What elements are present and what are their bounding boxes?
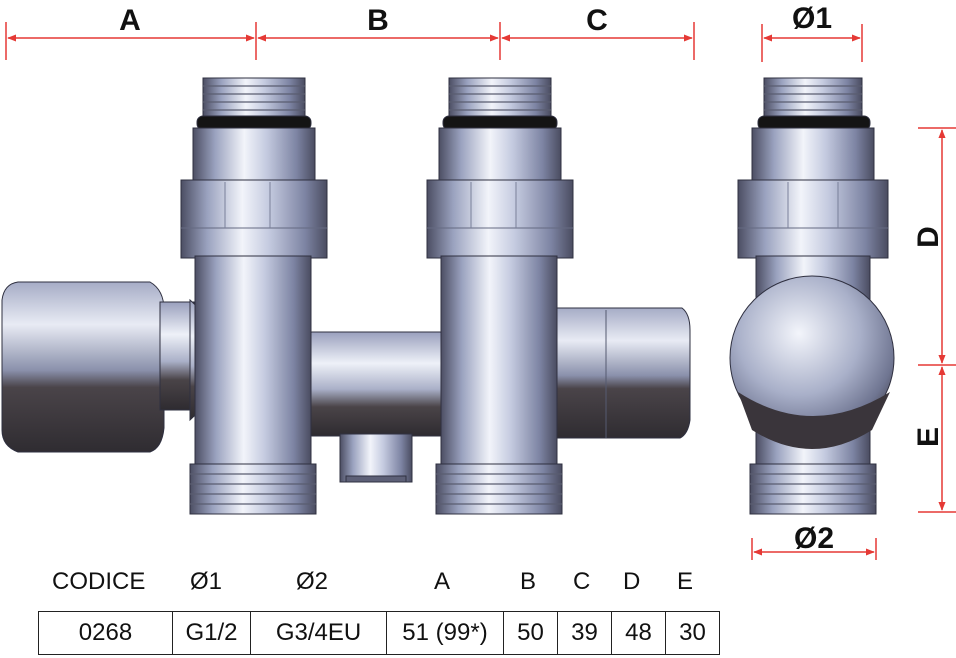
dimension-lines xyxy=(5,22,956,560)
cell-a: 51 (99*) xyxy=(386,611,504,655)
dim-label-c: C xyxy=(586,4,608,37)
left-column xyxy=(180,77,328,515)
header-a: A xyxy=(434,568,451,595)
table-row: 0268 G1/2 G3/4EU 51 (99*) 50 39 48 30 xyxy=(38,611,720,655)
left-cap-collar xyxy=(159,301,195,411)
spec-table: 0268 G1/2 G3/4EU 51 (99*) 50 39 48 30 xyxy=(38,611,720,655)
left-cap-handle xyxy=(1,281,165,453)
valve-front-view xyxy=(1,77,691,515)
dim-label-d: D xyxy=(912,226,945,248)
dim-label-a: A xyxy=(119,4,141,37)
cell-e: 30 xyxy=(665,611,720,655)
side-hex-nut xyxy=(737,179,889,259)
cell-c: 39 xyxy=(557,611,612,655)
header-codice: CODICE xyxy=(52,568,146,595)
cell-codice: 0268 xyxy=(38,611,173,655)
dim-label-o2: Ø2 xyxy=(794,522,834,555)
header-d: D xyxy=(623,568,641,595)
left-hex-nut xyxy=(180,179,328,259)
valve-side-view xyxy=(729,77,895,515)
cell-o1: G1/2 xyxy=(172,611,251,655)
header-c: C xyxy=(573,568,591,595)
dim-label-o1: Ø1 xyxy=(792,2,832,35)
cell-d: 48 xyxy=(611,611,666,655)
dim-label-e: E xyxy=(912,427,945,447)
header-b: B xyxy=(520,568,537,595)
bottom-center-nut xyxy=(339,433,413,483)
cell-o2: G3/4EU xyxy=(250,611,387,655)
cell-b: 50 xyxy=(503,611,558,655)
header-e: E xyxy=(677,568,694,595)
right-hex-nut xyxy=(426,179,574,259)
right-column xyxy=(426,77,574,515)
dim-label-b: B xyxy=(367,4,389,37)
header-o2: Ø2 xyxy=(296,568,329,595)
header-o1: Ø1 xyxy=(190,568,223,595)
